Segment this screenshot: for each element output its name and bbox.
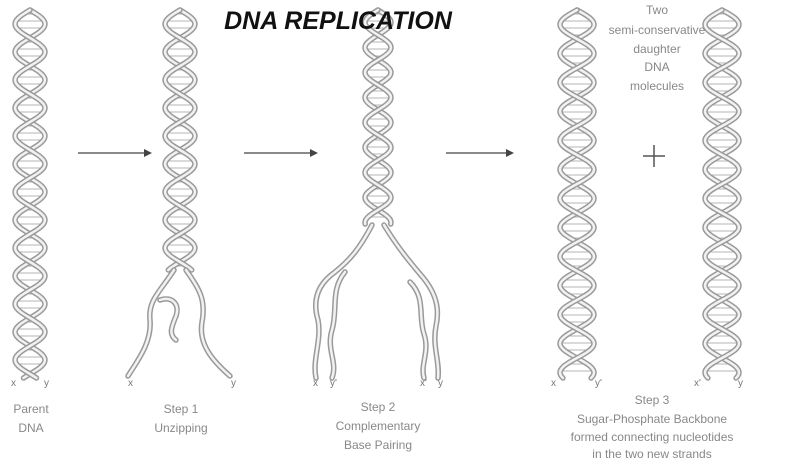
- end-label-step2-y: y: [438, 378, 443, 389]
- step1-loose-nucleotides: [160, 299, 177, 340]
- step2-label-line-3: Base Pairing: [344, 438, 412, 452]
- step2-left-branch: [315, 225, 372, 378]
- end-label-parent-y: y: [44, 378, 49, 389]
- daughter-caption-line-3: daughter: [633, 42, 680, 56]
- arrows-layer: [78, 149, 514, 157]
- helices-layer: [15, 10, 739, 378]
- end-label-step1-x: x: [128, 378, 133, 389]
- step1-helix-top: [165, 10, 195, 270]
- arrow-parent-to-step1: [78, 149, 152, 157]
- end-label-parent-x: x: [11, 378, 16, 389]
- step3-label-line-4: in the two new strands: [592, 447, 711, 461]
- end-label-step1-y: y: [231, 378, 236, 389]
- step3-label-line-2: Sugar-Phosphate Backbone: [577, 412, 727, 426]
- plus-sign: [643, 145, 665, 167]
- step3-label-line-3: formed connecting nucleotides: [571, 430, 734, 444]
- right-daughter-helix: [705, 10, 739, 378]
- daughter-caption-line-4: DNA: [644, 60, 669, 74]
- parent-label-line-2: DNA: [18, 421, 43, 435]
- backbone-strand: [186, 270, 230, 376]
- step2-left-new: [330, 272, 345, 378]
- backbone-strand-highlight: [410, 282, 426, 378]
- end-label-right-daughter-x-prime: x': [694, 378, 701, 389]
- step1-label-line-2: Unzipping: [154, 421, 207, 435]
- parent-label-line-1: Parent: [13, 402, 49, 416]
- step1-left-strand: [128, 270, 174, 376]
- step2-helix-top: [365, 10, 391, 224]
- end-label-left-daughter-y-prime: y': [595, 378, 602, 389]
- backbone-strand-highlight: [330, 272, 345, 378]
- page-title: DNA REPLICATION: [224, 7, 453, 35]
- end-label-step2-y-prime: y': [330, 378, 337, 389]
- step2-right-branch: [384, 225, 438, 378]
- parent-dna-helix: [15, 10, 45, 378]
- arrow-step2-to-step3: [446, 149, 514, 157]
- backbone-strand: [315, 225, 372, 378]
- backbone-strand-highlight: [186, 270, 230, 376]
- daughter-caption-line-1: Two: [646, 3, 668, 17]
- backbone-strand-highlight: [384, 225, 438, 378]
- backbone-strand-highlight: [315, 225, 372, 378]
- step1-right-strand: [186, 270, 230, 376]
- step2-label-line-1: Step 2: [361, 400, 396, 414]
- left-daughter-helix: [560, 10, 594, 378]
- step3-label-line-1: Step 3: [635, 393, 670, 407]
- end-label-left-daughter-x: x: [551, 378, 556, 389]
- end-label-step2-x-prime: x': [420, 378, 427, 389]
- step2-right-new: [410, 282, 426, 378]
- backbone-strand: [384, 225, 438, 378]
- end-label-right-daughter-y: y: [738, 378, 743, 389]
- arrow-step1-to-step2: [244, 149, 318, 157]
- step1-label-line-1: Step 1: [164, 402, 199, 416]
- end-label-step2-x: x: [313, 378, 318, 389]
- step2-label-line-2: Complementary: [336, 419, 421, 433]
- daughter-caption-line-5: molecules: [630, 79, 684, 93]
- daughter-caption-line-2: semi-conservative: [609, 23, 706, 37]
